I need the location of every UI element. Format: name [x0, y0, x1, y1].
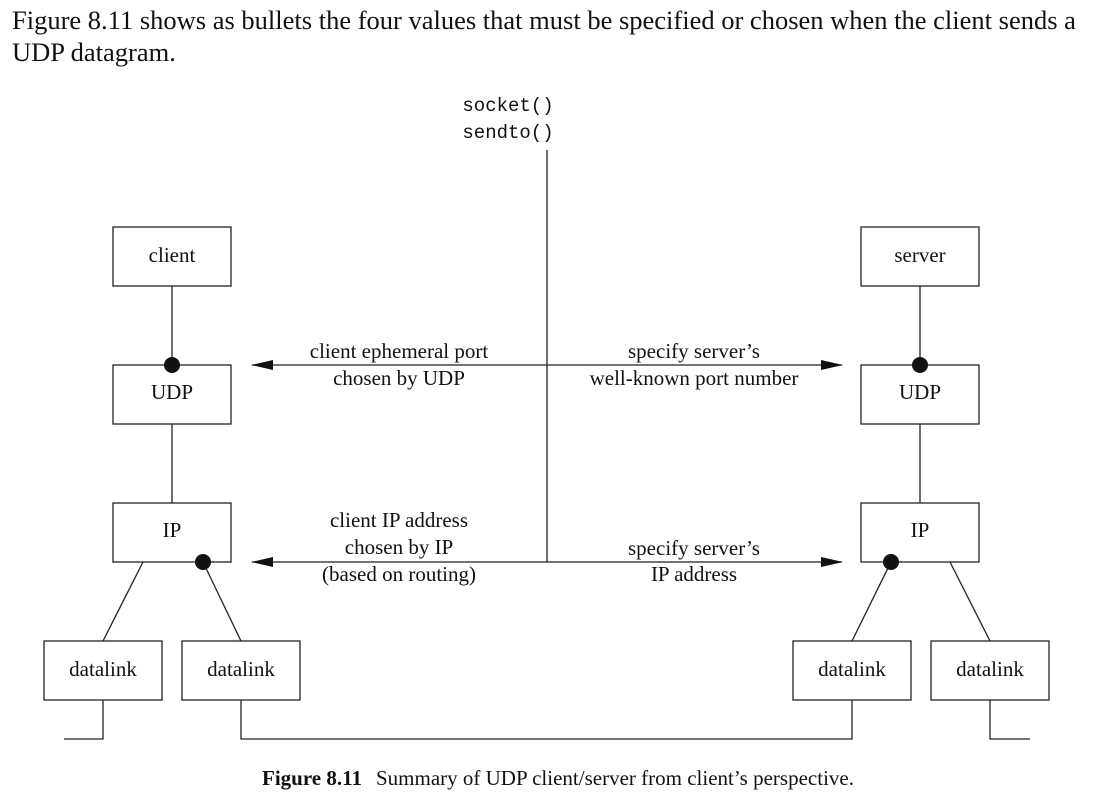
- client-datalink-label-1: datalink: [69, 657, 137, 681]
- client-port-note-2: chosen by UDP: [333, 366, 465, 390]
- sendto-call: sendto(): [462, 122, 553, 144]
- server-net-wire-2: [989, 700, 1030, 740]
- client-datalink-box-2: datalink: [181, 640, 301, 701]
- server-ip-note-2: IP address: [651, 562, 737, 586]
- client-udp-box: UDP: [112, 364, 232, 425]
- caption-text: Summary of UDP client/server from client…: [375, 766, 854, 790]
- server-datalink-box-2: datalink: [930, 640, 1050, 701]
- client-ip-note-1: client IP address: [330, 508, 468, 532]
- server-ip-bullet: [883, 554, 899, 570]
- client-ip-note-2: chosen by IP: [345, 535, 454, 559]
- client-datalink-box-1: datalink: [43, 640, 163, 701]
- client-udp-label: UDP: [151, 380, 193, 404]
- server-datalink-label-2: datalink: [956, 657, 1024, 681]
- client-ip-datalink2-link: [202, 561, 242, 642]
- client-port-bullet: [164, 357, 180, 373]
- client-app-box: client: [112, 226, 232, 287]
- server-ip-box: IP: [860, 502, 980, 563]
- server-port-note-1: specify server’s: [628, 339, 760, 363]
- server-udp-label: UDP: [899, 380, 941, 404]
- client-ip-label: IP: [163, 518, 182, 542]
- server-datalink-box-1: datalink: [792, 640, 912, 701]
- client-ip-bullet: [195, 554, 211, 570]
- server-ip-datalink1-link: [851, 561, 892, 642]
- server-ip-datalink2-link: [949, 561, 991, 642]
- server-ip-label: IP: [911, 518, 930, 542]
- client-ip-datalink1-link: [102, 561, 144, 642]
- client-app-label: client: [149, 243, 196, 267]
- server-port-bullet: [912, 357, 928, 373]
- server-ip-note-1: specify server’s: [628, 536, 760, 560]
- server-port-note-2: well-known port number: [590, 366, 799, 390]
- client-ip-box: IP: [112, 502, 232, 563]
- figure-caption: Figure 8.11 Summary of UDP client/server …: [0, 766, 1116, 791]
- shared-net-wire: [240, 700, 853, 740]
- server-app-box: server: [860, 226, 980, 287]
- server-datalink-label-1: datalink: [818, 657, 886, 681]
- caption-label: Figure 8.11: [262, 766, 362, 790]
- client-net-wire-1: [64, 700, 104, 740]
- intro-paragraph: Figure 8.11 shows as bullets the four va…: [12, 5, 1076, 67]
- socket-call: socket(): [462, 95, 553, 117]
- server-udp-box: UDP: [860, 364, 980, 425]
- client-ip-note-3: (based on routing): [322, 562, 476, 586]
- client-datalink-label-2: datalink: [207, 657, 275, 681]
- server-app-label: server: [894, 243, 945, 267]
- client-port-note-1: client ephemeral port: [310, 339, 489, 363]
